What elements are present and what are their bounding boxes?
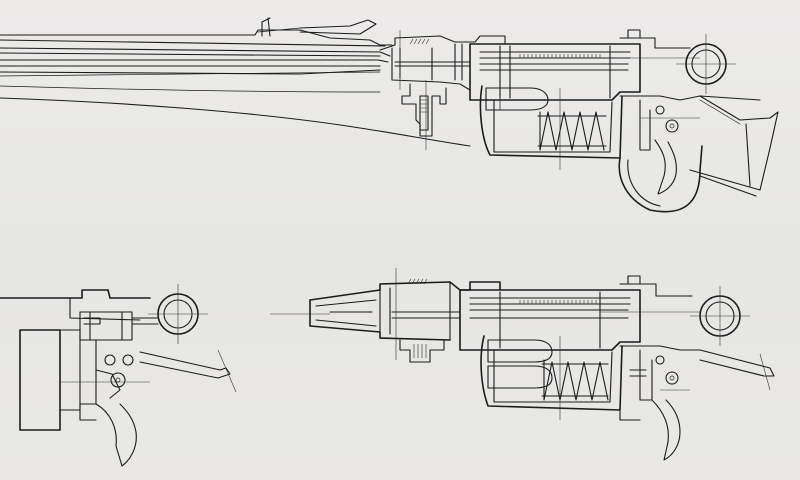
full-rifle-cross-section [0, 17, 779, 213]
front-sight [257, 17, 377, 37]
bolt-carrier [469, 29, 700, 101]
magazine [479, 85, 623, 170]
cocking-ring [676, 34, 736, 94]
stock-rear [689, 95, 779, 197]
trigger-group [618, 95, 761, 213]
barrel [0, 29, 393, 77]
gas-block [401, 80, 447, 150]
trigger-group-detail [0, 284, 237, 467]
receiver-cross-section [270, 268, 775, 461]
chamber [379, 30, 506, 91]
stock [0, 85, 471, 147]
